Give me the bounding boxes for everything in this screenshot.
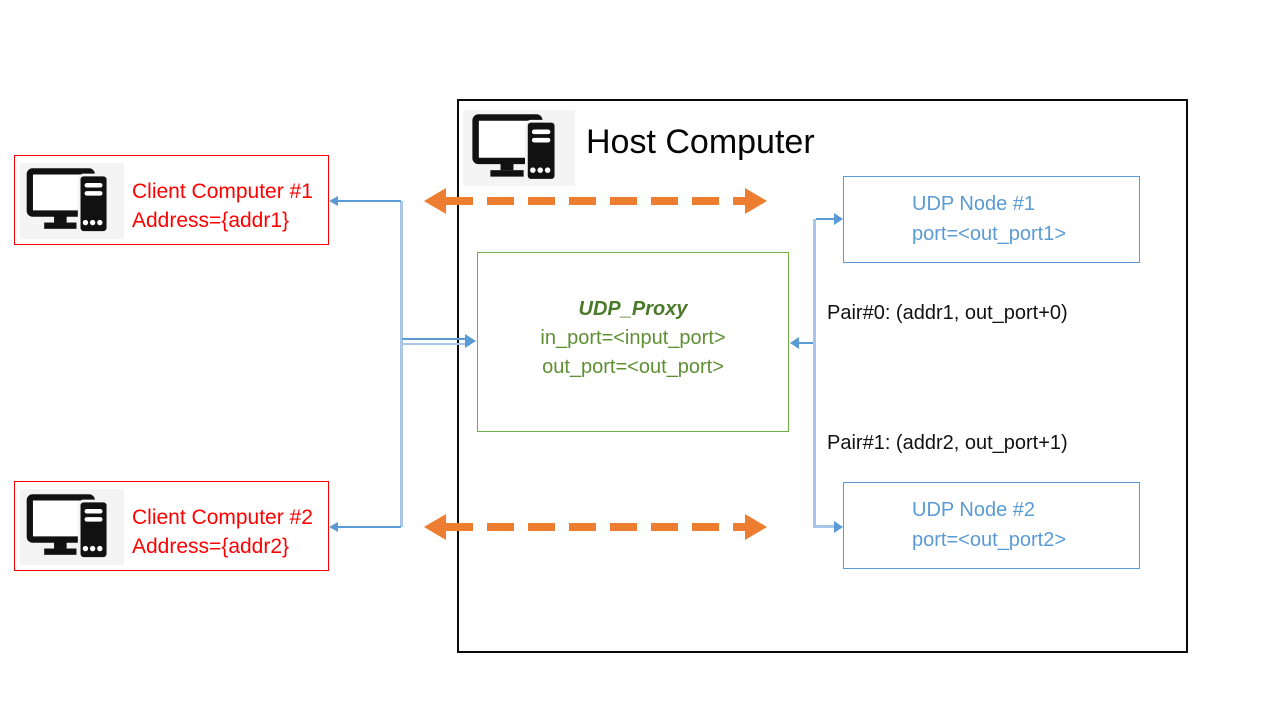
connector-to-client-2 [337, 526, 401, 528]
connector-nodes-to-proxy [791, 342, 813, 344]
orange-dashed-arrow-bottom [446, 523, 745, 531]
arrowhead-to-node-1 [834, 213, 843, 225]
udp-node-1-port: port=<out_port1> [912, 223, 1067, 245]
orange-arrow-bottom-right-head [745, 514, 767, 540]
desktop-computer-icon [26, 494, 110, 560]
udp-proxy-box: UDP_Proxy in_port=<input_port> out_port=… [477, 252, 789, 432]
udp-proxy-title: UDP_Proxy [578, 298, 688, 320]
connector-clients-to-proxy-lower [402, 343, 466, 345]
client-2-computer-icon [20, 489, 124, 565]
connector-to-node-2 [816, 525, 834, 528]
orange-arrow-bottom-left-head [424, 514, 446, 540]
connector-right-trunk [813, 219, 816, 528]
arrowhead-to-node-2 [834, 521, 843, 533]
desktop-computer-icon [472, 114, 558, 182]
arrowhead-to-client-2 [329, 522, 338, 532]
arrowhead-into-proxy-right [790, 337, 799, 349]
orange-arrow-top-left-head [424, 188, 446, 214]
orange-arrow-top-right-head [745, 188, 767, 214]
udp-proxy-out-port: out_port=<out_port> [542, 356, 724, 378]
udp-node-2-port: port=<out_port2> [912, 529, 1067, 551]
client-computer-2-box: Client Computer #2 Address={addr2} [14, 481, 329, 571]
pair-1-label: Pair#1: (addr2, out_port+1) [827, 432, 1068, 454]
client-2-title: Client Computer #2 [132, 506, 313, 529]
client-1-title: Client Computer #1 [132, 180, 313, 203]
pair-0-label: Pair#0: (addr1, out_port+0) [827, 302, 1068, 324]
arrowhead-into-proxy-left [465, 334, 476, 348]
client-1-address: Address={addr1} [132, 209, 290, 232]
client-computer-1-box: Client Computer #1 Address={addr1} [14, 155, 329, 245]
connector-left-trunk [400, 201, 403, 527]
connector-to-node-1 [816, 218, 834, 220]
orange-dashed-arrow-top [446, 197, 745, 205]
host-computer-icon [463, 110, 575, 186]
client-1-computer-icon [20, 163, 124, 239]
connector-to-client-1 [337, 200, 401, 202]
udp-node-1-box: UDP Node #1 port=<out_port1> [843, 176, 1140, 263]
client-2-address: Address={addr2} [132, 535, 290, 558]
udp-node-1-title: UDP Node #1 [912, 193, 1036, 215]
arrowhead-to-client-1 [329, 196, 338, 206]
connector-clients-to-proxy-upper [402, 338, 466, 340]
host-computer-box [457, 99, 1188, 653]
udp-node-2-box: UDP Node #2 port=<out_port2> [843, 482, 1140, 569]
desktop-computer-icon [26, 168, 110, 234]
udp-proxy-in-port: in_port=<input_port> [540, 327, 726, 349]
host-title: Host Computer [586, 123, 815, 161]
udp-node-2-title: UDP Node #2 [912, 499, 1036, 521]
